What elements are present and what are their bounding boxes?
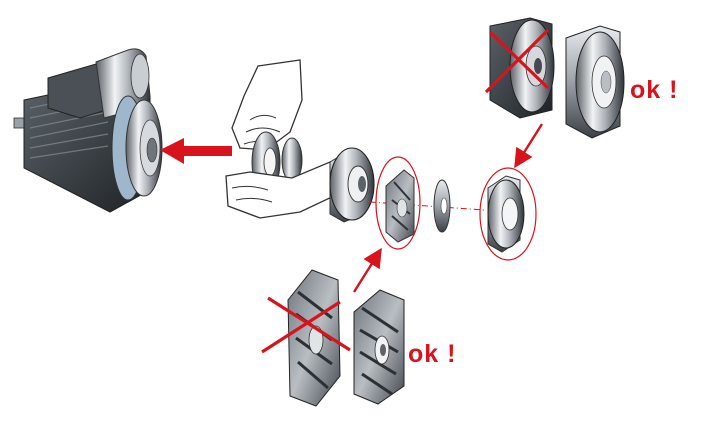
washer-disc	[433, 179, 451, 233]
ok-label-bottom: ok !	[408, 340, 457, 368]
red-arrow-icon	[352, 247, 382, 293]
mechanical-seal-unit	[329, 147, 375, 223]
impeller-ok	[353, 289, 405, 405]
impeller-highlight-ellipse	[375, 156, 421, 250]
red-x-icon	[261, 296, 351, 354]
shaft-axis-line	[369, 201, 485, 211]
seal-ring-right	[487, 175, 525, 253]
hand-holding-seal	[225, 59, 335, 219]
seal-ok	[565, 25, 625, 139]
red-x-icon	[484, 28, 550, 94]
red-arrow-icon	[514, 123, 544, 169]
impeller-center	[385, 169, 415, 243]
motor	[13, 48, 163, 213]
insert-direction-arrow	[160, 138, 232, 164]
ok-label-top: ok !	[630, 76, 679, 104]
seal-highlight-ellipse	[479, 167, 537, 261]
